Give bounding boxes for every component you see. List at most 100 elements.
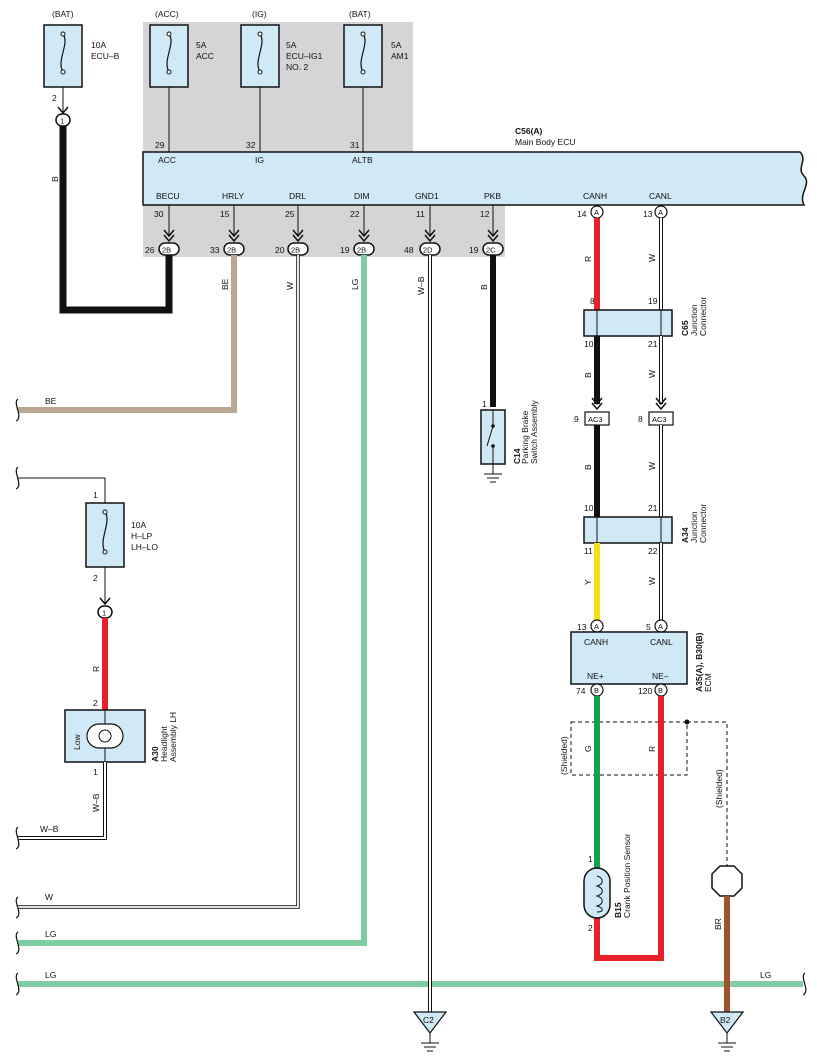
ecm-code: A35(A), B30(B) [694,632,704,692]
power-source-bat-2: (BAT) [349,9,371,19]
svg-text:NE+: NE+ [587,671,604,681]
headlight-assembly-lh: Low [64,709,146,763]
headlight-name-2: Assembly LH [168,712,178,762]
connector-2d-gnd1: 2D 48 [404,242,441,256]
ecu-pin-becu-label: BECU [156,191,180,201]
svg-text:2C: 2C [486,246,496,255]
svg-text:5A: 5A [286,40,297,50]
power-source-acc: (ACC) [155,9,179,19]
ecu-pin-canl-label: CANL [649,191,672,201]
svg-text:5A: 5A [196,40,207,50]
main-body-ecu-block [142,151,808,206]
svg-text:A: A [594,622,599,631]
main-ecu-code: C56(A) [515,126,543,136]
ground-b2: B2 [709,1011,745,1052]
ecu-pin-ig-label: IG [255,155,264,165]
ecm-canl-connector: A 5 [646,619,668,633]
wire-label-b-canh-mid: B [583,372,593,378]
fuse-acc: 5A ACC [149,24,214,88]
ecu-pin-drl-label: DRL [289,191,306,201]
crank-position-sensor: 1 2 [583,854,611,933]
wire-label-wb-headlight: W–B [91,793,101,812]
wire-label-w: W [285,282,295,290]
shielded-label-1: (Shielded) [559,736,569,775]
svg-text:5: 5 [646,622,651,632]
wire-lg-dim [18,255,367,946]
svg-text:10A: 10A [91,40,106,50]
main-ecu-name: Main Body ECU [515,137,575,147]
svg-text:5A: 5A [391,40,402,50]
parking-brake-code: C14 [512,448,522,464]
wire-label-r-ne: R [647,746,657,752]
wire-label-wb: W–B [416,276,426,295]
svg-text:1: 1 [588,854,593,864]
svg-text:2: 2 [588,923,593,933]
bat-fuse-pin: 2 [52,93,57,103]
connector-a-canh: A [590,205,604,219]
svg-text:CANH: CANH [584,637,608,647]
wire-label-y: Y [583,579,593,585]
wire-w-drl [18,255,300,909]
parking-brake-name-1: Parking Brake [520,410,530,464]
ecu-connector-gray-box-bottom [143,205,505,257]
svg-text:20: 20 [275,245,285,255]
wire-label-lg: LG [350,279,360,290]
svg-text:48: 48 [404,245,414,255]
wire-label-w-canl-lower: W [647,462,657,470]
svg-text:2B: 2B [291,246,300,255]
ac3-connector-right: AC3 8 [638,411,674,426]
svg-text:ECU–B: ECU–B [91,51,120,61]
svg-text:13: 13 [577,622,587,632]
power-source-ig: (IG) [252,9,267,19]
ecm-canh-connector: A 13 [577,619,604,633]
svg-text:74: 74 [576,686,586,696]
wire-label-br: BR [713,918,723,930]
svg-text:AC3: AC3 [588,415,603,424]
ecm-name: ECM [703,673,713,692]
svg-text:B2: B2 [720,1015,731,1025]
svg-text:H–LP: H–LP [131,531,153,541]
connector-2c-pkb: 2C 19 [469,242,504,256]
hlp-fuse-pin-bottom: 2 [93,573,98,583]
svg-text:22: 22 [648,546,658,556]
wire-be-hrly [18,255,237,413]
svg-text:A: A [658,208,663,217]
parking-brake-name-2: Switch Assembly [529,399,539,464]
wire-b-becu [59,126,173,314]
svg-text:10A: 10A [131,520,146,530]
ecu-pin-altb-label: ALTB [352,155,373,165]
crank-sensor-name: Crank Position Sensor [622,833,632,918]
wire-label-w-canl-ecm: W [647,577,657,585]
wire-label-r-headlight: R [91,666,101,672]
c65-name-1: Junction [689,304,699,336]
parking-brake-switch [480,409,506,483]
svg-text:26: 26 [145,245,155,255]
svg-text:NO. 2: NO. 2 [286,62,308,72]
svg-text:19: 19 [469,245,479,255]
wire-wb-headlight [18,762,107,840]
fuse-h-lp-lh-lo: 10A H–LP LH–LO [85,502,158,568]
svg-text:ECU–IG1: ECU–IG1 [286,51,323,61]
wire-label-lg-bottom-left: LG [45,970,56,980]
svg-text:NE–: NE– [652,671,669,681]
power-source-bat: (BAT) [52,9,74,19]
connector-2b-dim: 2B 19 [340,242,375,256]
shielded-label-2: (Shielded) [714,769,724,808]
fuse-ecu-b: 10A ECU–B [43,24,120,88]
wire-label-w-canl: W [647,254,657,262]
wire-label-b-pkb: B [479,284,489,290]
junction-connector-a34: 10 21 11 22 [583,503,673,556]
a34-code: A34 [680,527,690,543]
ecu-pin-ig-number: 32 [246,140,256,150]
ecu-pin-altb-number: 31 [350,140,360,150]
headlight-code: A30 [150,746,160,762]
wire-label-be-left: BE [45,396,57,406]
c65-code: C65 [680,320,690,336]
wire-label-lg-left: LG [45,929,56,939]
svg-text:8: 8 [590,296,595,306]
shielded-box [570,721,688,776]
ecm-block: CANH CANL NE+ NE– [570,631,688,685]
ecu-pin-canh-label: CANH [583,191,607,201]
ecu-pin-dim-label: DIM [354,191,370,201]
hlp-fuse-pin-top: 1 [93,490,98,500]
